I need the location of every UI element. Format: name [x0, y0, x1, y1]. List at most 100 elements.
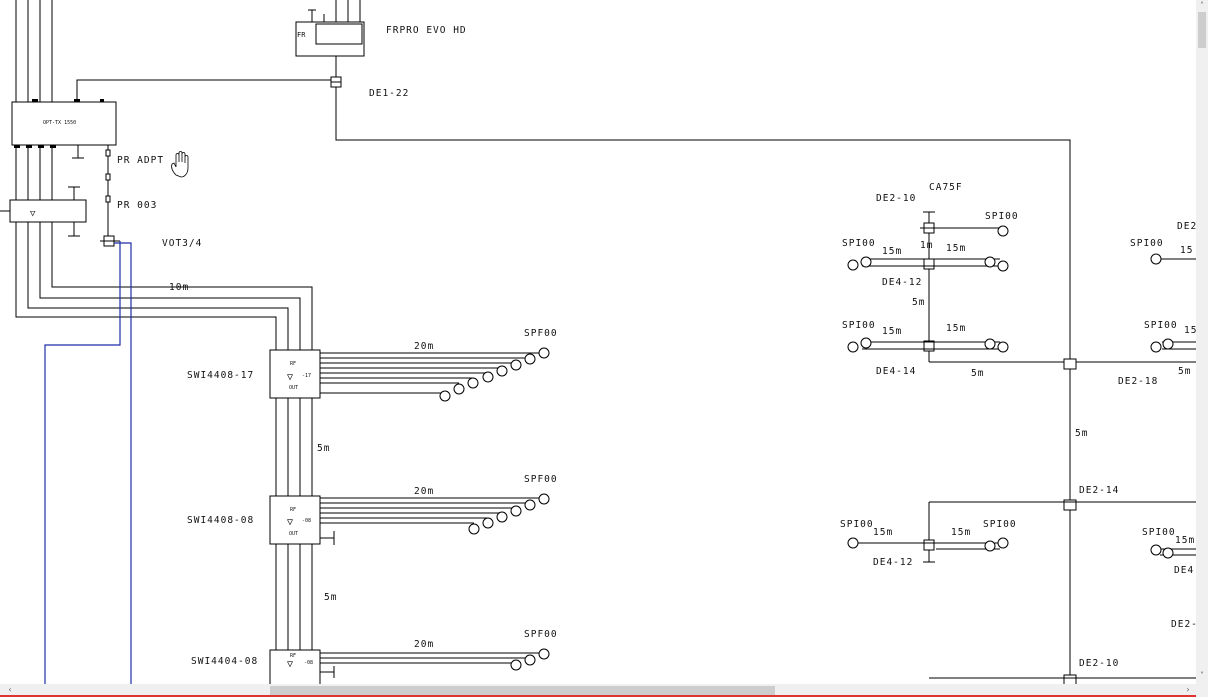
twenty-m-label-2: 20m [414, 486, 434, 497]
spi-low-left-label: SPI00 [840, 519, 874, 530]
horizontal-scrollbar[interactable]: ‹ › [0, 684, 1196, 697]
opt-tx-label: OPT-TX 1550 [43, 120, 76, 126]
svg-text:▽: ▽ [287, 372, 294, 383]
spf-label-3: SPF00 [524, 629, 558, 640]
left-splitter[interactable]: ▽ [0, 186, 87, 237]
de4-12-low-label: DE4-12 [873, 557, 913, 568]
de4-cut-label: DE4 [1174, 565, 1194, 576]
switch-1-outputs [320, 347, 550, 402]
five-m-label-3: 5m [912, 297, 925, 308]
svg-text:OUT: OUT [289, 531, 298, 537]
scroll-right-arrow-icon[interactable]: › [1186, 685, 1190, 694]
spi-top-left-label: SPI00 [842, 238, 876, 249]
pr-adpt-label: PR ADPT [117, 155, 164, 166]
swi4408-08-label: SWI4408-08 [187, 515, 254, 526]
schematic-drawing[interactable]: OPT-TX 1550 FR FRPRO EVO HD DE1-22 ▽ [0, 0, 1196, 684]
spi-r1-label: SPI00 [1130, 238, 1164, 249]
ca75f-label: CA75F [929, 182, 963, 193]
de2-10-bottom-tap[interactable] [929, 674, 1196, 684]
switch-swi4408-08[interactable]: ▽ -08 RF OUT [269, 495, 321, 545]
svg-text:RF: RF [290, 361, 296, 367]
return-path-line-1 [44, 241, 121, 684]
right-edge-cluster [1150, 253, 1196, 559]
swi4408-17-label: SWI4408-17 [187, 370, 254, 381]
de1-22-tap[interactable] [330, 76, 342, 88]
switch-3-outputs [320, 648, 550, 678]
de2-18-label: DE2-18 [1118, 376, 1158, 387]
scroll-left-arrow-icon[interactable]: ‹ [8, 685, 12, 694]
schematic-canvas[interactable]: OPT-TX 1550 FR FRPRO EVO HD DE1-22 ▽ [0, 0, 1196, 684]
switch-swi4404-08[interactable]: ▽ -08 RF [269, 649, 321, 684]
svg-text:RF: RF [290, 507, 296, 513]
five-m-label-4: 5m [971, 368, 984, 379]
de2-10-top-label: DE2-10 [876, 193, 916, 204]
ten-m-label: 10m [169, 282, 189, 293]
spi-r2-label: SPI00 [1144, 320, 1178, 331]
de4-14-label: DE4-14 [876, 366, 916, 377]
svg-text:▽: ▽ [30, 209, 36, 219]
left-trunk-cables [15, 0, 313, 350]
frpro-label: FRPRO EVO HD [386, 25, 467, 36]
de2-18-tap[interactable] [1063, 358, 1077, 370]
spf-label-2: SPF00 [524, 474, 558, 485]
de2-cut2-label: DE2- [1171, 619, 1196, 630]
swi-17-attenuation: -17 [302, 373, 311, 379]
de2-14-tap[interactable] [923, 499, 1196, 563]
swi-08-attenuation: -08 [302, 518, 311, 524]
scrollbar-corner [1196, 684, 1208, 697]
fifteen-m-a-label: 15m [882, 246, 902, 257]
five-m-label-1: 5m [317, 443, 330, 454]
cascade-2-3 [275, 544, 313, 650]
de2-10-bottom-label: DE2-10 [1079, 658, 1119, 669]
upper-tap-cluster[interactable] [847, 211, 1196, 363]
frpro-fr-mark: FR [297, 31, 306, 39]
spf-label-1: SPF00 [524, 328, 558, 339]
scroll-up-arrow-icon[interactable]: ˄ [1200, 1, 1204, 10]
fifteen-m-e-label: 15m [873, 527, 893, 538]
fifteen-m-b-label: 15m [946, 243, 966, 254]
optical-feed-line [76, 79, 336, 102]
vot-label: VOT3/4 [162, 238, 202, 249]
swi4404-08-label: SWI4404-08 [191, 656, 258, 667]
twenty-m-label-1: 20m [414, 341, 434, 352]
fifteen-m-f-label: 15m [951, 527, 971, 538]
main-feeder-line [335, 87, 1071, 684]
swi4404-attenuation: -08 [304, 660, 313, 666]
fifteen-r3-label: 15m [1175, 535, 1195, 546]
horizontal-scroll-thumb[interactable] [270, 686, 775, 695]
pr-003-label: PR 003 [117, 200, 157, 211]
five-m-label-2: 5m [324, 592, 337, 603]
fifteen-m-c-label: 15m [882, 326, 902, 337]
svg-text:RF: RF [290, 653, 296, 659]
one-m-label: 1m [920, 240, 933, 251]
spi-low-right-label: SPI00 [983, 519, 1017, 530]
de2-cut-label: DE2 [1177, 221, 1196, 232]
return-path-line-2 [114, 242, 132, 684]
de2-14-label: DE2-14 [1079, 485, 1119, 496]
cascade-1-2 [275, 398, 313, 496]
switch-2-outputs [320, 493, 550, 545]
de4-12-top-label: DE4-12 [882, 277, 922, 288]
hand-cursor-icon [171, 151, 189, 178]
switch-swi4408-17[interactable]: ▽ -17 RF OUT [269, 349, 321, 399]
spi-top-right-label: SPI00 [985, 211, 1019, 222]
five-m-label-6: 5m [1075, 428, 1088, 439]
spi-r3-label: SPI00 [1142, 527, 1176, 538]
fifteen-r1-label: 15 [1180, 245, 1193, 256]
svg-text:▽: ▽ [287, 659, 294, 670]
vertical-scrollbar[interactable]: ˄ ˅ [1196, 0, 1208, 684]
fifteen-r2-label: 15 [1184, 325, 1196, 336]
opt-tx-device[interactable]: OPT-TX 1550 [11, 99, 117, 159]
fifteen-m-d-label: 15m [946, 323, 966, 334]
scroll-down-arrow-icon[interactable]: ˅ [1200, 671, 1204, 680]
twenty-m-label-3: 20m [414, 639, 434, 650]
svg-text:OUT: OUT [289, 385, 298, 391]
spi-mid-left-label: SPI00 [842, 320, 876, 331]
five-m-label-5: 5m [1178, 366, 1191, 377]
frpro-device[interactable]: FR [295, 0, 365, 78]
vertical-scroll-thumb[interactable] [1198, 12, 1206, 48]
lower-tap-cluster[interactable] [847, 537, 1009, 552]
de1-22-label: DE1-22 [369, 88, 409, 99]
power-adapter-chain[interactable] [100, 145, 120, 247]
svg-text:▽: ▽ [287, 517, 294, 528]
